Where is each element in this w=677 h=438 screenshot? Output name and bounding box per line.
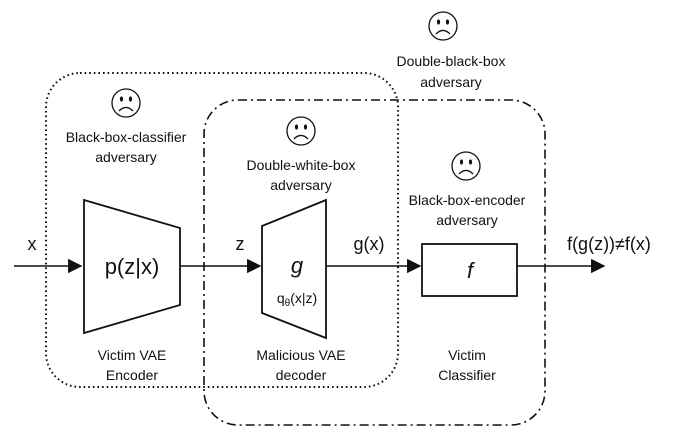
decoder-output-label: g(x) [354,234,385,254]
classifier-symbol: f [467,258,476,283]
latent-label: z [236,234,245,254]
victim-encoder-block [83,198,181,335]
black-box-encoder-label: Black-box-encoder [409,192,526,208]
black-box-classifier-label: Black-box-classifier [66,129,187,145]
classifier-caption: Victim [448,347,486,363]
encoder-caption-line2: Encoder [106,367,158,383]
decoder-caption-line2: decoder [276,367,327,383]
decoder-symbol: g [291,253,304,278]
input-label: x [28,234,37,254]
decoder-caption: Malicious VAE [256,347,345,363]
final-output-label: f(g(z))≠f(x) [567,234,651,254]
double-black-box-label-line2: adversary [420,74,481,90]
black-box-classifier-region [45,72,399,388]
victim-classifier-block [421,243,518,297]
classifier-caption-line2: Classifier [438,367,496,383]
sad-face-icon [286,116,316,146]
double-black-box-label: Double-black-box [397,53,506,69]
decoder-expression: qθ(x|z) [277,290,317,309]
victim-region [203,99,546,426]
double-white-box-label: Double-white-box [247,157,356,173]
double-white-box-label-line2: adversary [270,177,331,193]
malicious-decoder-block [261,198,327,340]
sad-face-icon [428,11,458,41]
sad-face-icon [111,88,141,118]
sad-face-icon [451,151,481,181]
encoder-expression: p(z|x) [105,254,160,279]
encoder-caption: Victim VAE [98,347,167,363]
black-box-encoder-label-line2: adversary [436,212,497,228]
black-box-classifier-label-line2: adversary [95,149,156,165]
